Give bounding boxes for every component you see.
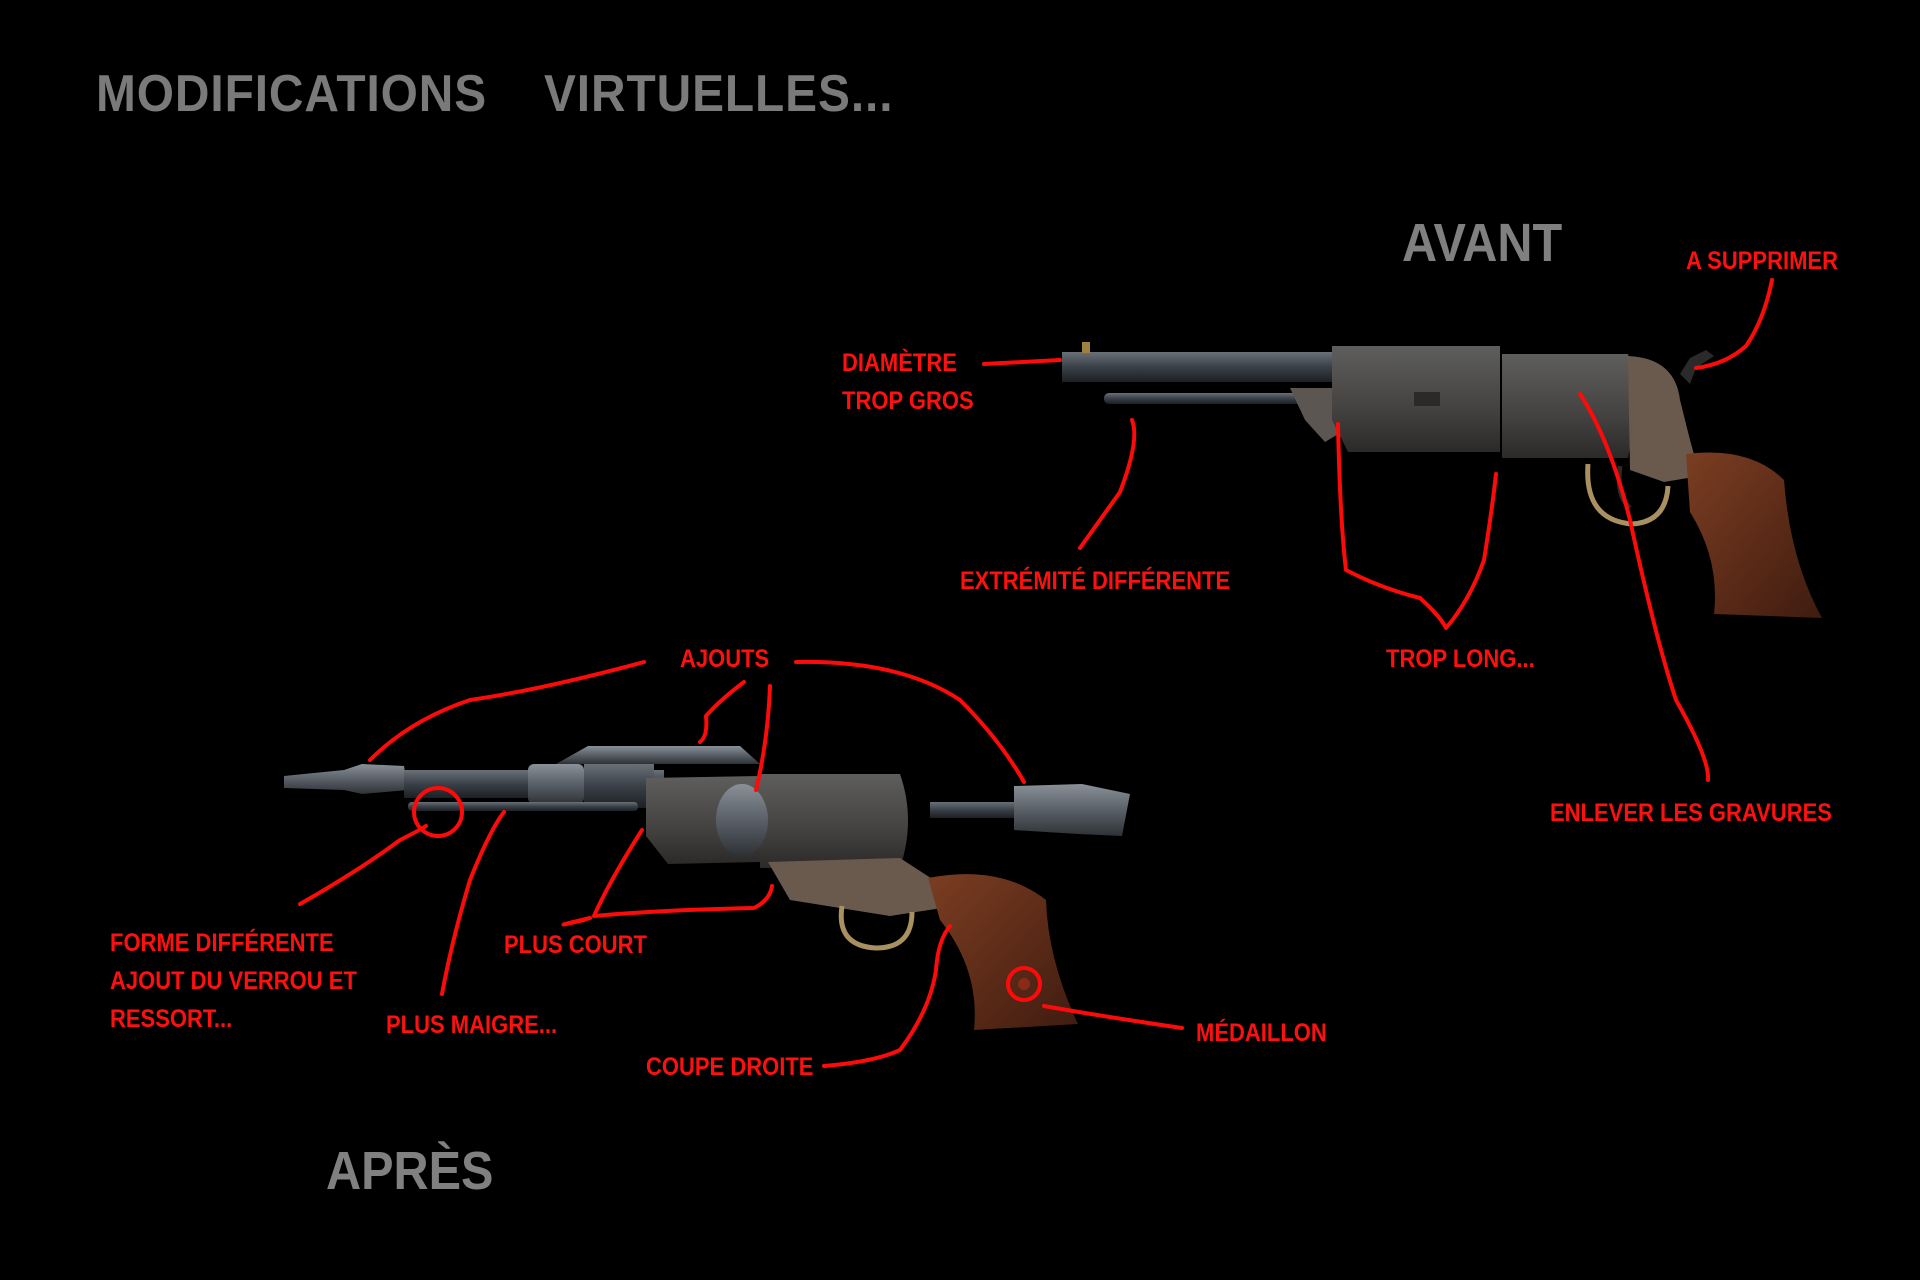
page-title: MODIFICATIONS VIRTUELLES... xyxy=(96,65,894,123)
stroke-ajouts-right xyxy=(794,659,1026,784)
loading-lever xyxy=(1104,393,1324,404)
rear-rail xyxy=(930,802,1026,818)
label-before: AVANT xyxy=(1402,213,1563,273)
note-coupe-droite: COUPE DROITE xyxy=(646,1053,814,1081)
note-medaillon: MÉDAILLON xyxy=(1196,1019,1327,1047)
medallion xyxy=(1018,978,1030,990)
trigger-guard-after xyxy=(838,905,915,951)
stroke-gravures xyxy=(1578,392,1711,782)
note-ajouts: AJOUTS xyxy=(680,645,770,673)
stroke-trop-long xyxy=(1336,422,1498,630)
top-rail xyxy=(556,746,760,764)
note-extremite: EXTRÉMITÉ DIFFÉRENTE xyxy=(960,567,1231,595)
muzzle-cone xyxy=(284,764,408,794)
stroke-coupe-droite xyxy=(822,924,952,1068)
lug-wedge xyxy=(1414,392,1440,406)
stroke-medaillon-circle xyxy=(1006,966,1042,1002)
note-plus-maigre: PLUS MAIGRE... xyxy=(386,1011,558,1039)
note-trop-long: TROP LONG... xyxy=(1386,645,1535,673)
stroke-ajouts-mid2 xyxy=(754,684,772,792)
annotation-strokes xyxy=(298,278,1774,1068)
note-a-supprimer: A SUPPRIMER xyxy=(1686,247,1838,275)
note-forme-differente: FORME DIFFÉRENTE AJOUT DU VERROU ET RESS… xyxy=(110,929,357,1033)
frame-lower-after xyxy=(768,858,942,916)
stroke-diametre xyxy=(982,358,1062,366)
stroke-a-supprimer xyxy=(1694,278,1774,370)
lower-rod xyxy=(408,802,638,811)
stroke-ajouts-left xyxy=(368,660,646,762)
barrel xyxy=(1062,352,1338,382)
slide-block xyxy=(584,764,654,808)
rear-block xyxy=(1014,784,1130,836)
stroke-plus-court xyxy=(561,828,774,927)
stroke-ajouts-mid1 xyxy=(698,680,746,744)
stroke-extremite xyxy=(1078,418,1137,550)
side-cap xyxy=(716,784,768,856)
note-enlever-gravures: ENLEVER LES GRAVURES xyxy=(1550,799,1832,827)
barrel-collar xyxy=(528,764,584,804)
cylinder xyxy=(1502,354,1634,458)
stroke-forme xyxy=(298,824,428,906)
cylinder-after xyxy=(760,774,908,868)
revolver-before xyxy=(1062,342,1822,618)
label-after: APRÈS xyxy=(326,1141,494,1201)
note-diametre: DIAMÈTRE TROP GROS xyxy=(842,349,974,415)
lever-latch xyxy=(1290,388,1345,442)
front-sight xyxy=(1082,342,1090,353)
stroke-plus-maigre xyxy=(440,810,506,996)
stroke-forme-circle xyxy=(412,786,464,838)
frame-recoil-shield xyxy=(1628,356,1700,482)
stroke-medaillon xyxy=(1042,1004,1184,1030)
revolver-after xyxy=(284,746,1130,1030)
note-plus-court: PLUS COURT xyxy=(504,931,647,959)
grip-before xyxy=(1686,452,1822,618)
